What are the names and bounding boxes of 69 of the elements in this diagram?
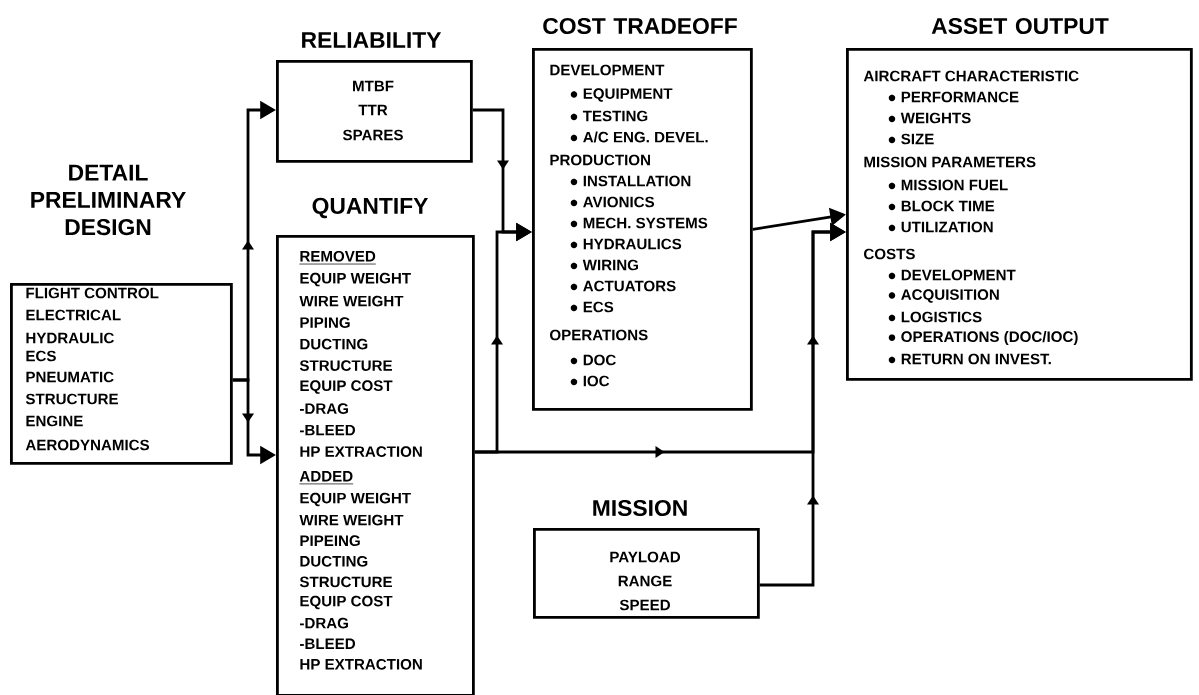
heading: ASSET OUTPUT — [931, 17, 1109, 35]
list-item: ● UTILIZATION — [888, 221, 993, 233]
list-item: MISSION PARAMETERS — [864, 156, 1036, 168]
list-item: HP EXTRACTION — [300, 446, 422, 457]
list-item: PNEUMATIC — [26, 371, 114, 383]
list-item: WIRE WEIGHT — [299, 295, 404, 307]
list-item: ● ECS — [570, 301, 614, 313]
heading: QUANTIFY — [312, 197, 428, 219]
list-item: ENGINE — [26, 415, 83, 427]
list-item: EQUIP COST — [300, 380, 393, 394]
list-item: ● MECH. SYSTEMS — [570, 217, 708, 229]
list-item: MTBF — [353, 80, 394, 92]
list-item: ● WEIGHTS — [888, 112, 971, 124]
list-item: AERODYNAMICS — [25, 439, 150, 451]
list-item: HP EXTRACTION — [300, 658, 422, 670]
list-item: ELECTRICAL — [26, 309, 121, 321]
list-item: -BLEED — [300, 638, 355, 649]
list-item: ● ACQUISITION — [888, 289, 999, 303]
list-item: COSTS — [864, 248, 915, 260]
list-item: SPARES — [342, 129, 403, 141]
list-item: PRODUCTION — [550, 154, 650, 166]
list-item: PAYLOAD — [610, 551, 681, 563]
list-item: STRUCTURE — [299, 576, 392, 588]
list-item: ● SIZE — [888, 133, 934, 145]
list-item: DEVELOPMENT — [550, 64, 665, 76]
list-item: ● AVIONICS — [570, 196, 655, 208]
list-item: PIPEING — [300, 535, 360, 547]
list-item: ● INSTALLATION — [570, 175, 691, 187]
list-item: EQUIP COST — [300, 595, 393, 610]
list-item: ● DEVELOPMENT — [888, 269, 1016, 281]
list-item: ● WIRING — [570, 259, 638, 271]
list-item: HYDRAULIC — [26, 332, 114, 344]
list-item: ● DOC — [570, 354, 616, 366]
list-item: WIRE WEIGHT — [299, 514, 404, 526]
list-item: ● HYDRAULICS — [570, 238, 682, 250]
list-item: ● A/C ENG. DEVEL. — [570, 131, 708, 143]
section-heading: ADDED — [299, 471, 354, 485]
list-item: OPERATIONS — [550, 329, 648, 341]
list-item: STRUCTURE — [25, 393, 118, 405]
list-item: DUCTING — [300, 555, 368, 567]
list-item: ● TESTING — [570, 110, 648, 122]
list-item: EQUIP WEIGHT — [300, 492, 411, 507]
list-item: ● EQUIPMENT — [570, 88, 673, 102]
heading: MISSION — [593, 499, 687, 517]
list-item: ● MISSION FUEL — [888, 179, 1008, 191]
heading: DETAIL PRELIMINARY DESIGN — [31, 164, 186, 236]
list-item: -BLEED — [300, 424, 355, 436]
list-item: ● BLOCK TIME — [888, 200, 995, 212]
list-item: RANGE — [618, 575, 672, 587]
list-item: STRUCTURE — [299, 360, 392, 371]
list-item: ● OPERATIONS (DOC/IOC) — [888, 330, 1078, 346]
list-item: TTR — [358, 104, 388, 116]
list-item: ● LOGISTICS — [888, 311, 982, 323]
list-item: PIPING — [300, 317, 350, 328]
list-item: ● PERFORMANCE — [888, 91, 1019, 103]
list-item: EQUIP WEIGHT — [300, 272, 411, 287]
section-heading: REMOVED — [299, 250, 377, 265]
list-item: FLIGHT CONTROL — [26, 287, 159, 299]
heading: RELIABILITY — [302, 32, 442, 48]
list-item: -DRAG — [300, 403, 348, 414]
list-item: -DRAG — [300, 617, 348, 629]
list-item: ● ACTUATORS — [570, 280, 676, 292]
list-item: DUCTING — [300, 338, 368, 350]
list-item: ● IOC — [570, 375, 610, 387]
list-item: SPEED — [619, 599, 670, 611]
heading: COST TRADEOFF — [543, 17, 737, 35]
list-item: AIRCRAFT CHARACTERISTIC — [863, 70, 1079, 82]
list-item: ● RETURN ON INVEST. — [888, 353, 1051, 365]
list-item: ECS — [26, 350, 56, 362]
